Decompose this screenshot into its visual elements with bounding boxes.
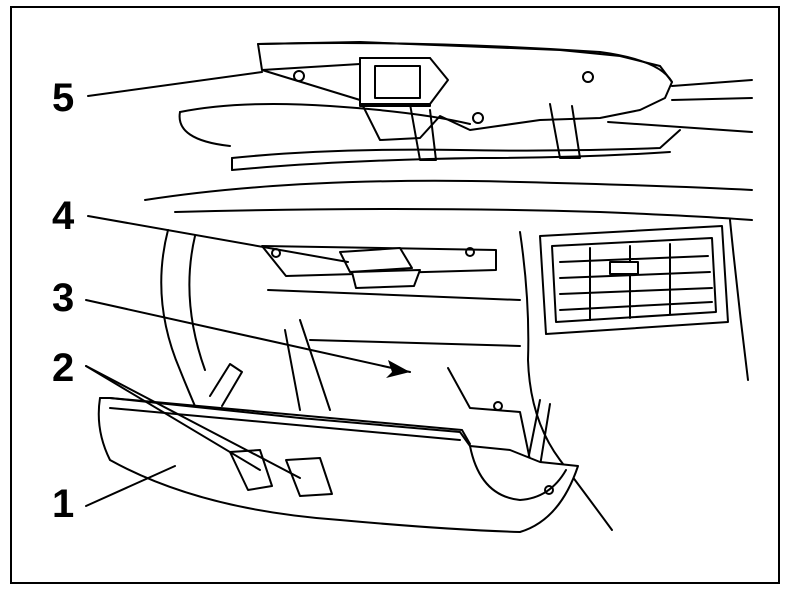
screw-icon <box>544 485 554 495</box>
screw-icon <box>582 71 594 83</box>
leader-lines <box>85 71 411 507</box>
glovebox-lid <box>97 397 579 533</box>
lid-clips <box>229 449 333 497</box>
air-vent <box>539 225 729 335</box>
glovebox-opening <box>209 289 551 467</box>
diagram-frame <box>10 6 780 584</box>
callout-label-4: 4 <box>52 194 75 238</box>
callout-label-3: 3 <box>52 276 75 320</box>
callout-label-1: 1 <box>52 482 75 526</box>
screw-icon <box>293 70 305 82</box>
arrow-icon <box>386 360 410 378</box>
screw-icon <box>465 247 475 257</box>
screw-icon <box>493 401 503 411</box>
callout-label-5: 5 <box>52 76 75 120</box>
screw-icon <box>472 112 484 124</box>
latch-mechanism <box>261 245 497 289</box>
upper-panel <box>178 41 753 171</box>
callout-label-2: 2 <box>52 346 75 390</box>
